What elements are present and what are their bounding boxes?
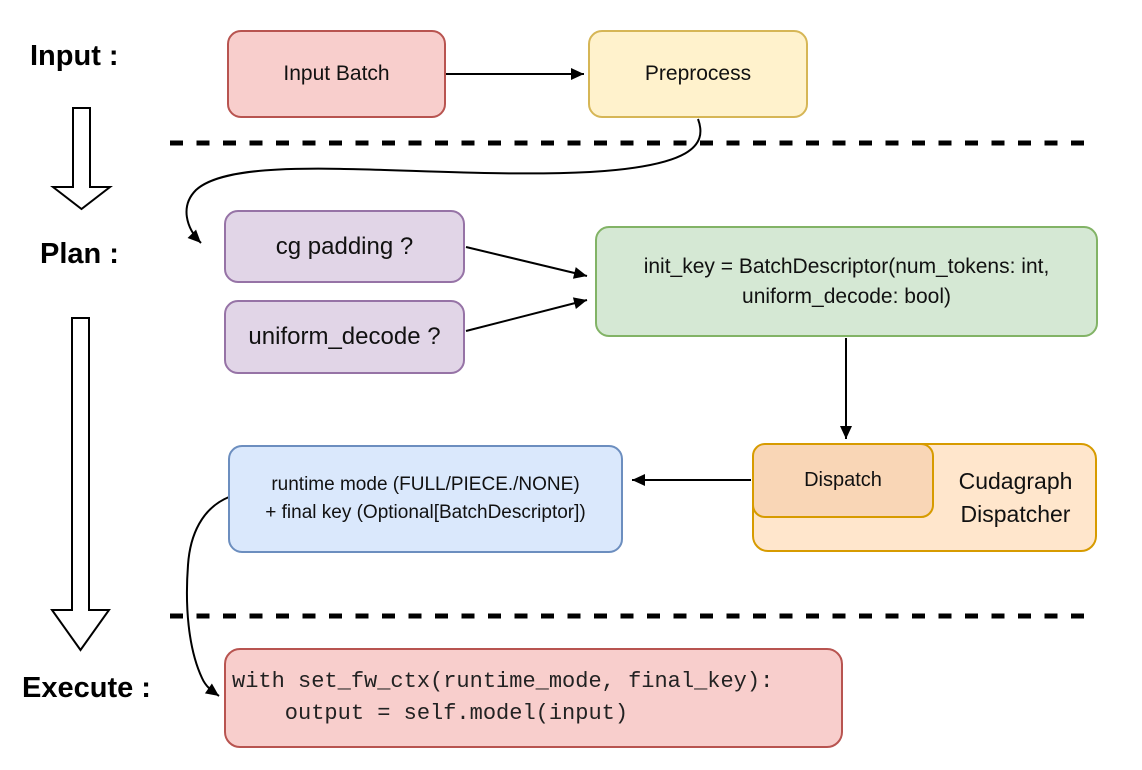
node-execute-code: with set_fw_ctx(runtime_mode, final_key)…: [224, 648, 843, 748]
node-input-batch-label: Input Batch: [283, 62, 390, 85]
stage-label-plan: Plan :: [40, 238, 119, 270]
node-cudagraph-dispatcher-label: Cudagraph Dispatcher: [934, 443, 1097, 552]
stage-arrow-plan-to-execute-icon: [50, 317, 111, 652]
node-runtime-line2: + final key (Optional[BatchDescriptor]): [265, 502, 586, 523]
node-init-key-line1: init_key = BatchDescriptor(num_tokens: i…: [643, 254, 1050, 278]
arrow-runtime-to-execute-code-icon: [185, 496, 230, 697]
node-input-batch: Input Batch: [227, 30, 446, 118]
cudagraph-label-line1: Cudagraph: [958, 467, 1073, 494]
node-runtime-line1: runtime mode (FULL/PIECE./NONE): [271, 474, 580, 495]
stage-label-execute: Execute :: [22, 672, 151, 704]
node-preprocess: Preprocess: [588, 30, 808, 118]
node-init-key: init_key = BatchDescriptor(num_tokens: i…: [595, 226, 1098, 337]
node-uniform-decode: uniform_decode ?: [224, 300, 465, 374]
node-dispatch: Dispatch: [752, 443, 934, 518]
node-preprocess-label: Preprocess: [644, 62, 752, 85]
node-cg-padding: cg padding ?: [224, 210, 465, 283]
node-init-key-line2: uniform_decode: bool): [742, 284, 951, 308]
arrow-preprocess-to-plan-icon: [185, 118, 702, 244]
arrow-uniform-decode-to-init-key-icon: [465, 297, 588, 332]
execute-code-line2: output = self.model(input): [232, 701, 629, 726]
execute-code-line1: with set_fw_ctx(runtime_mode, final_key)…: [232, 669, 774, 694]
node-uniform-decode-label: uniform_decode ?: [248, 323, 441, 350]
stage-arrow-input-to-plan-icon: [50, 107, 113, 211]
node-dispatch-label: Dispatch: [804, 469, 882, 491]
cudagraph-label-line2: Dispatcher: [960, 500, 1071, 527]
node-runtime-result: runtime mode (FULL/PIECE./NONE) + final …: [228, 445, 623, 553]
stage-label-input: Input :: [30, 40, 119, 72]
arrow-cg-padding-to-init-key-icon: [465, 246, 588, 279]
node-cg-padding-label: cg padding ?: [275, 232, 414, 260]
